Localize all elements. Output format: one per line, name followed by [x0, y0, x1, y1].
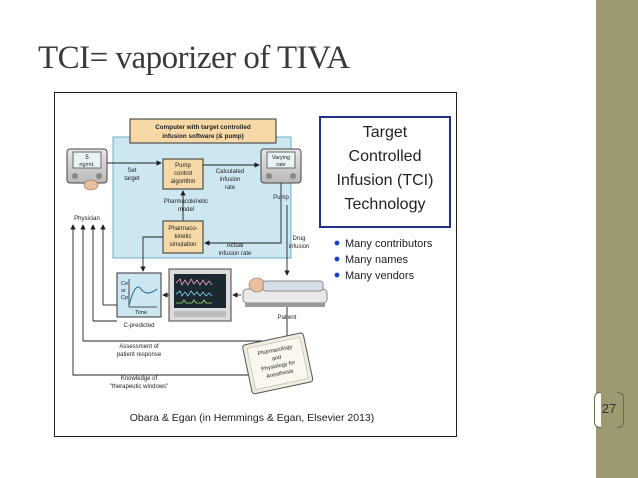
- bullet-3: Many vendors: [345, 270, 415, 282]
- left-device-value2: ng/mL: [79, 162, 94, 168]
- calc-rate-line2: infusion: [220, 177, 241, 183]
- graph-time: Time: [135, 310, 147, 316]
- bullet-2: Many names: [345, 254, 408, 266]
- knowledge-line1: Knowledge of: [121, 376, 158, 382]
- tci-title-line1: Target: [363, 124, 408, 141]
- right-pump-device: Varying rate: [260, 148, 302, 184]
- graph-axis2: or: [121, 288, 126, 294]
- patient-figure: [242, 277, 328, 307]
- actual-rate-line2: infusion rate: [219, 251, 252, 257]
- patient-monitor: [168, 268, 232, 322]
- tci-title-line2: Controlled: [349, 148, 422, 165]
- right-device-value2: rate: [276, 162, 285, 168]
- left-device-value1: 5: [85, 155, 89, 161]
- tci-title-line3: Infusion (TCI): [337, 172, 434, 189]
- pk-sim-box: [162, 220, 204, 254]
- assessment-line1: Assessment of: [119, 344, 159, 350]
- bullet-dot-2: [334, 256, 340, 262]
- set-target-line1: Set: [127, 168, 136, 174]
- pk-sim-line2: kinetic: [174, 234, 191, 240]
- pharmacology-book: Pharmacology and Physiology for Anesthes…: [242, 332, 314, 395]
- bullet-dot-1: [334, 240, 340, 246]
- drug-infusion-line2: infusion: [289, 244, 310, 250]
- pump-algo-line2: control: [174, 171, 192, 177]
- page-number-badge: 27: [594, 392, 624, 428]
- pump-algo-box: [162, 158, 204, 190]
- tci-title-line4: Technology: [345, 196, 426, 213]
- knowledge-line2: "therapeutic windows": [110, 384, 169, 390]
- graph-axis1: Ce: [121, 281, 128, 287]
- set-target-line2: target: [124, 176, 140, 182]
- c-predicted-graph: Ce or Cp Time: [116, 272, 162, 318]
- calc-rate-line3: rate: [225, 185, 236, 191]
- bullet-dot-3: [334, 272, 340, 278]
- computer-box-line1: Computer with target controlled: [155, 124, 251, 131]
- slide-title: TCI= vaporizer of TIVA: [38, 40, 350, 76]
- left-device: 5 ng/mL: [66, 148, 108, 191]
- pk-sim-line1: Pharmaco-: [168, 226, 197, 232]
- calc-rate-line1: Calculated: [216, 169, 244, 175]
- book-line2: and: [272, 355, 282, 363]
- graph-axis3: Cp: [121, 295, 128, 301]
- pump-algo-line1: Pump: [175, 163, 191, 169]
- computer-box: [129, 118, 277, 144]
- c-predicted-label: C-predicted: [123, 323, 154, 329]
- figure-caption: Obara & Egan (in Hemmings & Egan, Elsevi…: [130, 412, 375, 424]
- pk-model-line1: Pharmacokinetic: [164, 199, 208, 205]
- computer-box-line2: infusion software (& pump): [162, 133, 244, 140]
- pk-sim-line3: simulation: [169, 242, 196, 248]
- right-device-value1: Varying: [272, 155, 290, 161]
- tci-title-box: [319, 116, 451, 228]
- book-line4: Anesthesia: [266, 368, 295, 380]
- pump-algo-line3: algorithm: [171, 179, 196, 185]
- page-number: 27: [601, 401, 617, 416]
- physician-label: Physician: [74, 216, 100, 222]
- assessment-line2: patient response: [117, 352, 162, 358]
- actual-rate-line1: Actual: [227, 243, 244, 249]
- pk-model-line2: model: [178, 207, 194, 213]
- drug-infusion-line1: Drug: [292, 236, 305, 242]
- tci-diagram-figure: Computer with target controlled infusion…: [54, 92, 457, 437]
- bullet-1: Many contributors: [345, 238, 433, 250]
